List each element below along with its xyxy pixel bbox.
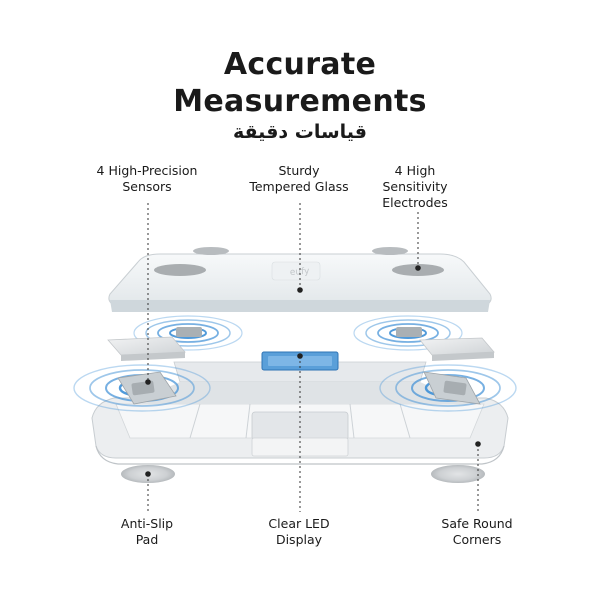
title-arabic: قياسات دقيقة: [232, 121, 367, 143]
anti-slip-pad-right: [431, 465, 485, 483]
title-line-1: Accurate: [223, 47, 377, 82]
electrode-front-left: [154, 264, 206, 276]
sensor-top-right: [396, 327, 422, 337]
sensor-housings-bottom: [117, 371, 481, 405]
brand-logo: eufy: [290, 267, 311, 278]
title-line-2: Measurements: [173, 84, 427, 119]
sensor-waves-top: [133, 315, 463, 351]
electrode-back-left: [193, 247, 229, 255]
corner-covers: [107, 336, 495, 361]
callout-dots: [145, 265, 481, 477]
display-window: [271, 261, 321, 281]
electrode-back-right: [372, 247, 408, 255]
sensor-top-left: [176, 327, 202, 337]
callout-lines: [147, 203, 479, 512]
